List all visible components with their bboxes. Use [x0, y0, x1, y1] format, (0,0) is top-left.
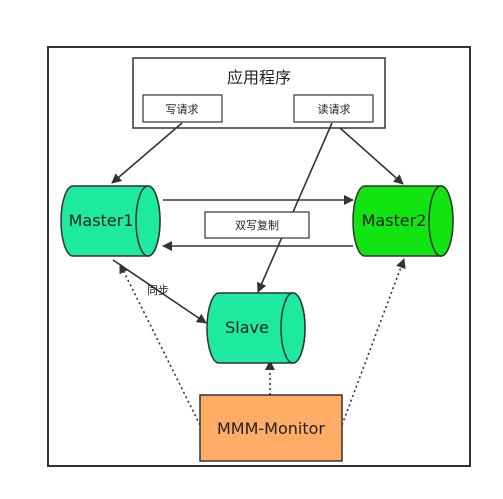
- master1-to-slave-sync-arrow: [112, 259, 207, 324]
- connectors: [111, 122, 406, 426]
- slave-node: Slave: [206, 292, 306, 364]
- master2-node: Master2: [352, 185, 454, 257]
- monitor-node: MMM-Monitor: [199, 394, 343, 462]
- slave-label: Slave: [225, 318, 269, 337]
- read-request-box: 读请求: [293, 94, 374, 123]
- master1-cap: [135, 185, 161, 257]
- monitor-box: [199, 394, 343, 462]
- master1-label: Master1: [69, 211, 134, 230]
- read-to-slave-arrow: [257, 122, 333, 293]
- application-box: 应用程序 写请求 读请求: [132, 57, 386, 129]
- monitor-label: MMM-Monitor: [217, 419, 325, 438]
- app-to-master2-arrow: [339, 127, 404, 185]
- master2-label: Master2: [362, 211, 427, 230]
- dual-write-box: 双写复制: [204, 211, 310, 239]
- sync-label: 同步: [147, 284, 169, 297]
- write-request-label: 写请求: [166, 103, 199, 116]
- dual-write-label: 双写复制: [235, 218, 279, 232]
- write-to-master1-arrow: [111, 122, 183, 184]
- monitor-to-master2-dotted: [341, 258, 406, 426]
- application-title: 应用程序: [227, 68, 291, 87]
- slave-cap: [280, 292, 306, 364]
- outer-frame: [47, 46, 471, 467]
- master1-node: Master1: [60, 185, 161, 257]
- write-request-box: 写请求: [142, 94, 223, 123]
- master2-cap: [428, 185, 454, 257]
- read-request-label: 读请求: [318, 102, 351, 116]
